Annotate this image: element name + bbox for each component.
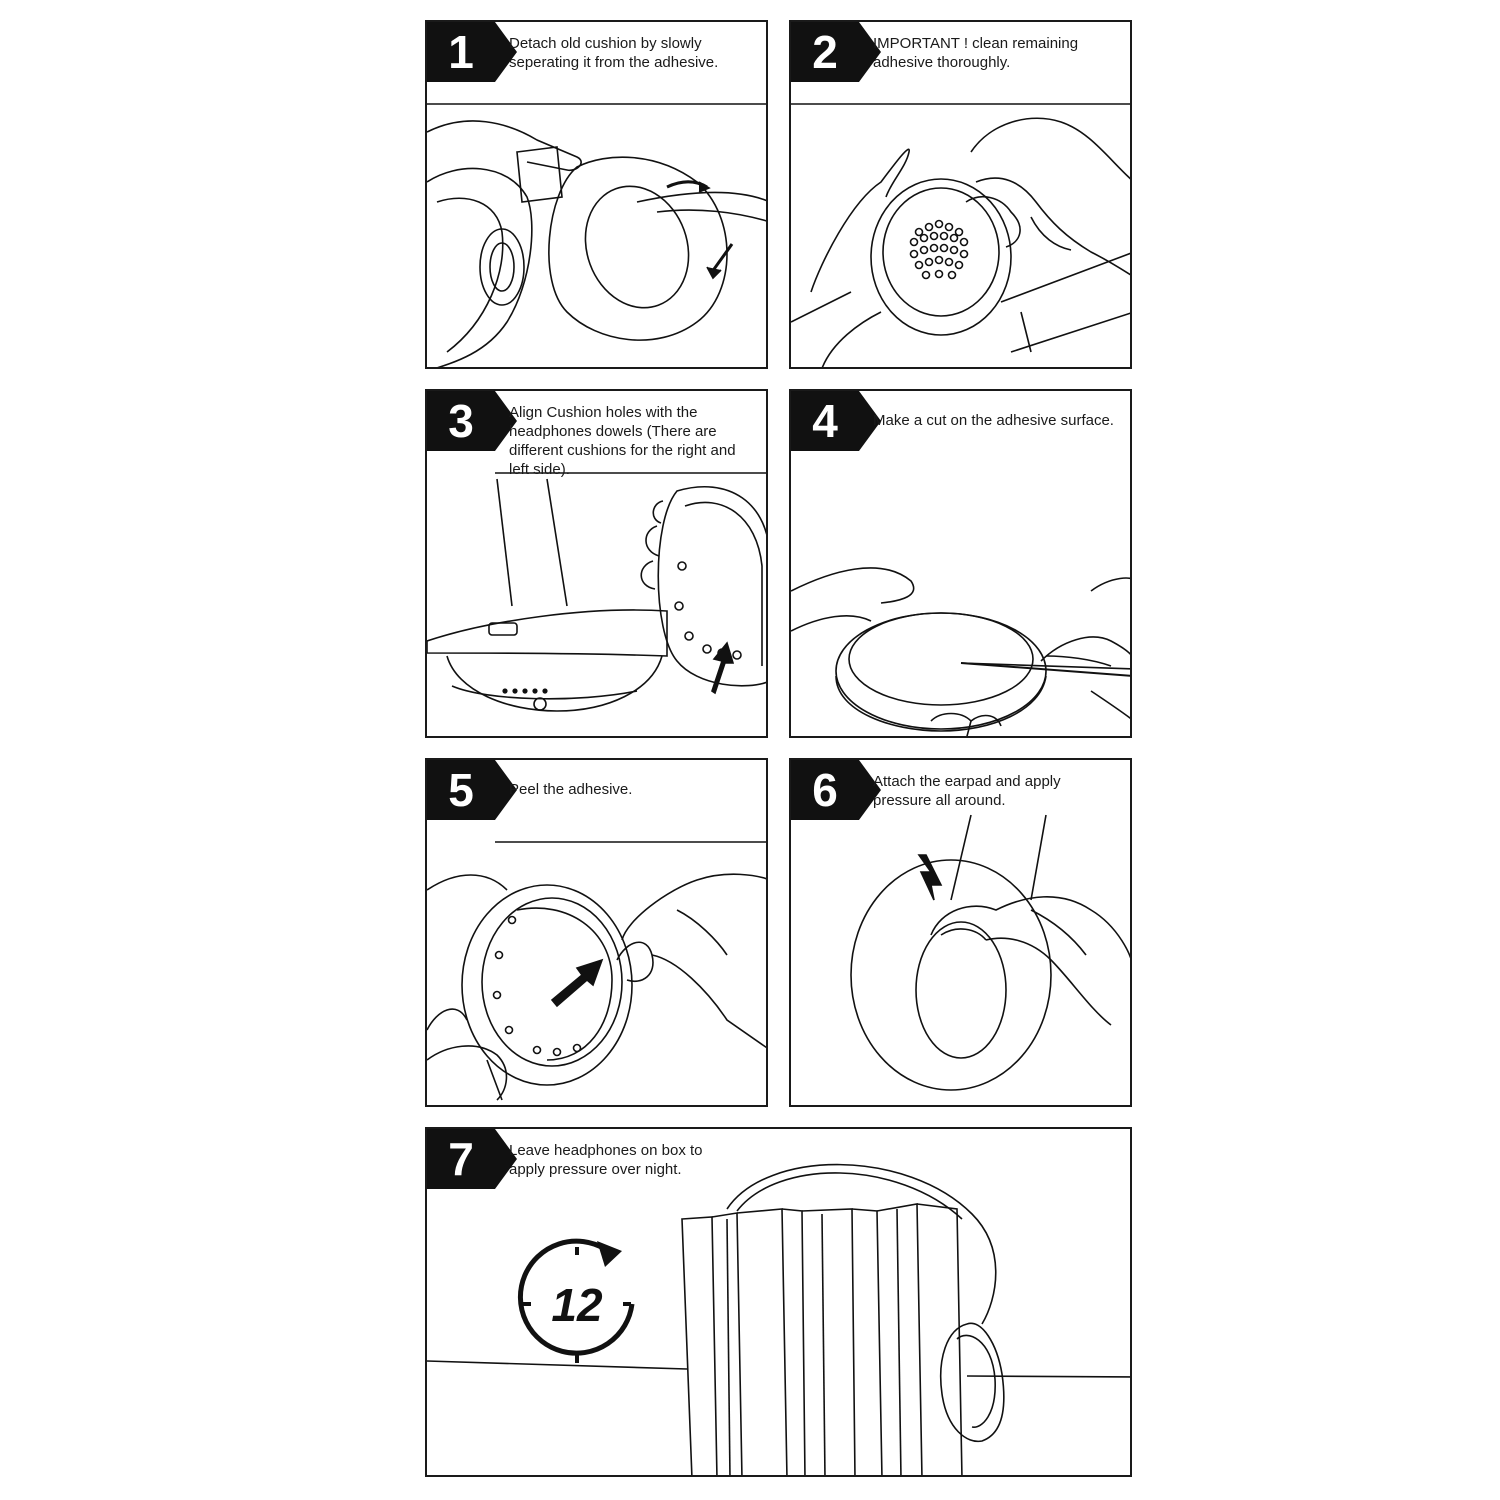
speaker-holes-icon <box>911 221 968 279</box>
step-6-number: 6 <box>812 764 838 816</box>
step-4-badge <box>791 391 881 451</box>
step-1-badge <box>427 22 517 82</box>
step-1-caption: Detach old cushion by slowly seperating … <box>509 35 719 71</box>
step-5-panel: 5 Peel the adhesive. <box>425 758 768 1107</box>
step-6-illustration <box>791 760 1132 1107</box>
step-3-badge <box>427 391 517 451</box>
step-5-badge <box>427 760 517 820</box>
step-7-panel: 12 7 Leave headphones on box to apply pr… <box>425 1127 1132 1477</box>
step-6-caption: Attach the earpad and apply pressure all… <box>873 773 1061 809</box>
step-2-caption: IMPORTANT ! clean remaining adhesive tho… <box>873 35 1079 71</box>
step-3-panel: 3 Align Cushion holes with the headphone… <box>425 389 768 738</box>
step-3-number: 3 <box>448 395 474 447</box>
step-2-badge <box>791 22 881 82</box>
step-5-caption: Peel the adhesive. <box>509 781 633 798</box>
step-1-illustration <box>427 22 768 369</box>
overnight-clock-icon <box>520 1241 632 1363</box>
step-2-illustration <box>791 22 1132 369</box>
step-7-badge <box>427 1129 517 1189</box>
step-4-caption: Make a cut on the adhesive surface. <box>873 412 1114 429</box>
step-2-number: 2 <box>812 26 838 78</box>
step-4-panel: 4 Make a cut on the adhesive surface. <box>789 389 1132 738</box>
step-3-caption: Align Cushion holes with the headphones … <box>509 404 736 478</box>
step-6-panel: 6 Attach the earpad and apply pressure a… <box>789 758 1132 1107</box>
step-6-badge <box>791 760 881 820</box>
step-7-number: 7 <box>448 1133 474 1185</box>
clock-hours-label: 12 <box>551 1279 603 1331</box>
step-4-number: 4 <box>812 395 838 447</box>
step-7-caption: Leave headphones on box to apply pressur… <box>509 1142 703 1178</box>
step-2-panel: 2 IMPORTANT ! clean remaining adhesive t… <box>789 20 1132 369</box>
step-7-illustration <box>427 1129 1132 1477</box>
step-1-panel: 1 Detach old cushion by slowly seperatin… <box>425 20 768 369</box>
step-5-number: 5 <box>448 764 474 816</box>
step-1-number: 1 <box>448 26 474 78</box>
